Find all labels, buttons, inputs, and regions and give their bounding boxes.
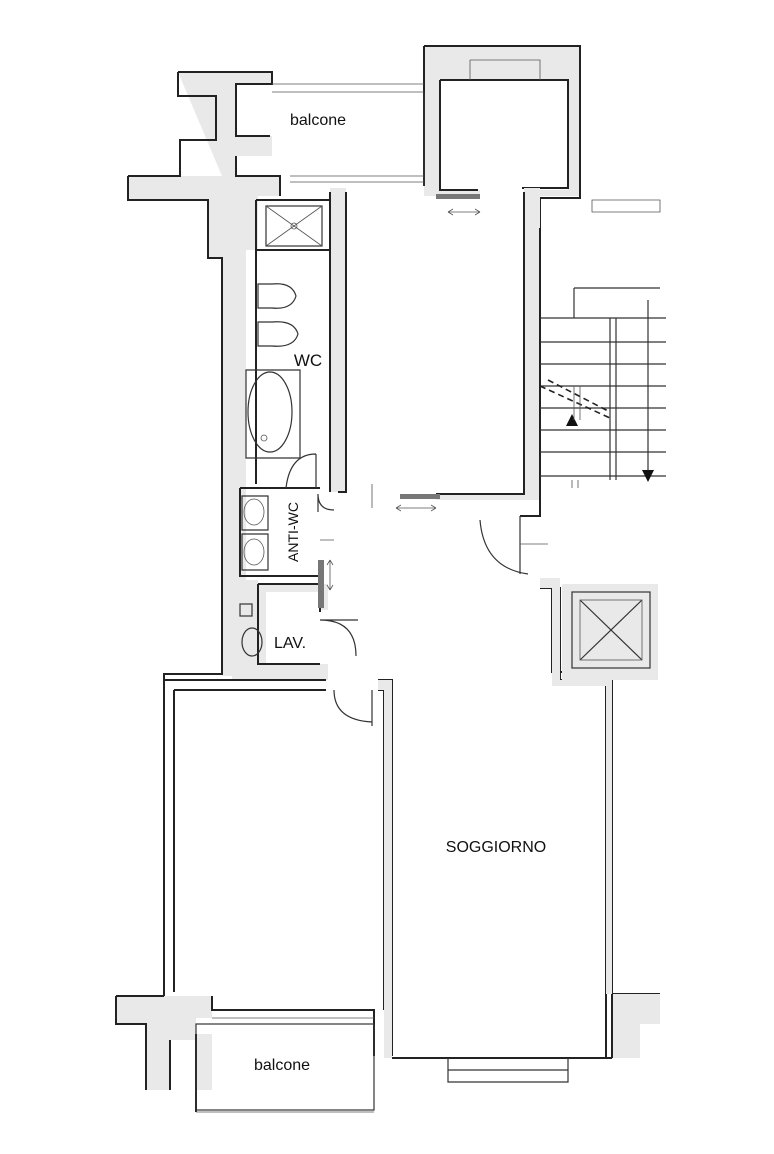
stair-up-arrow-icon	[566, 414, 578, 426]
wc-fixtures: WC	[245, 205, 323, 489]
wall-bottom-left-outline	[115, 995, 375, 1112]
wall-corridor-left-outline	[329, 192, 347, 493]
wall-corridor-right-outline	[436, 192, 541, 517]
sliding-door-middle	[400, 494, 440, 499]
wall-lav	[232, 584, 328, 680]
toilet	[257, 321, 299, 347]
entry-door	[479, 516, 529, 575]
bedroom-door	[333, 689, 373, 726]
balcone-bottom-area: balcone	[195, 1017, 375, 1113]
label-soggiorno: SOGGIORNO	[446, 839, 546, 856]
wall-bottom-left	[116, 996, 212, 1090]
anti-wc-door	[317, 493, 335, 512]
wall-corridor-left	[330, 188, 346, 492]
wall-corridor-right	[436, 188, 540, 500]
elevator-shaft	[571, 591, 651, 669]
label-balcone-top: balcone	[290, 112, 346, 129]
corridor-elements	[318, 194, 548, 726]
wall-soggiorno-right	[540, 578, 612, 994]
balcone-top-area: balcone	[236, 59, 661, 213]
staircase	[539, 287, 666, 488]
wc-door	[285, 453, 317, 489]
label-lav: LAV.	[274, 635, 306, 652]
wall-bedroom-right	[378, 680, 392, 1058]
shower-tray	[265, 205, 323, 247]
sliding-door-vertical	[318, 560, 324, 608]
lav-door	[319, 619, 358, 657]
lav-fixtures: LAV.	[239, 603, 358, 657]
wall-wc	[239, 199, 330, 577]
anti-wc-fixtures: ANTI-WC	[241, 493, 335, 571]
bidet	[257, 283, 297, 309]
stair-down-arrow-icon	[642, 470, 654, 482]
label-wc: WC	[294, 351, 322, 370]
label-balcone-bottom: balcone	[254, 1057, 310, 1074]
walls	[115, 45, 660, 1112]
label-anti-wc: ANTI-WC	[285, 502, 301, 562]
elevator	[562, 584, 658, 680]
window-soggiorno	[447, 1058, 569, 1083]
wall-top-room	[424, 46, 580, 196]
sliding-door-top	[436, 194, 480, 199]
wall-upper-left-outline	[127, 71, 281, 996]
